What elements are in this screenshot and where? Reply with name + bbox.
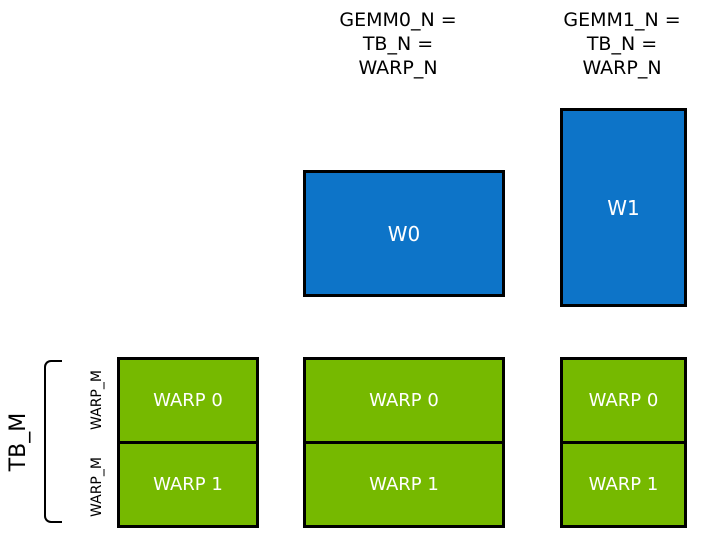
warp1-cell: WARP 1 [306, 444, 502, 525]
thread-block-column-0: WARP 0 WARP 1 [117, 357, 259, 528]
warp-m-label-top: WARP_M [89, 370, 105, 430]
warp0-cell: WARP 0 [563, 360, 684, 444]
warp-tile-w0-label: W0 [387, 221, 421, 246]
warp-m-label-bottom: WARP_M [89, 457, 105, 517]
warp-tile-w1: W1 [560, 108, 687, 307]
thread-block-column-2: WARP 0 WARP 1 [560, 357, 687, 528]
gemm1-n-header: GEMM1_N = TB_N = WARP_N [563, 9, 681, 79]
warp-tile-w1-label: W1 [607, 195, 640, 220]
warp0-cell: WARP 0 [306, 360, 502, 444]
thread-block-column-1: WARP 0 WARP 1 [303, 357, 505, 528]
gemm0-n-header: GEMM0_N = TB_N = WARP_N [339, 9, 457, 79]
warp1-cell: WARP 1 [563, 444, 684, 525]
tb-m-label: TB_M [6, 412, 31, 472]
warp-tile-w0: W0 [303, 170, 505, 297]
warp1-cell: WARP 1 [120, 444, 256, 525]
tb-m-bracket [44, 360, 62, 523]
warp0-cell: WARP 0 [120, 360, 256, 444]
